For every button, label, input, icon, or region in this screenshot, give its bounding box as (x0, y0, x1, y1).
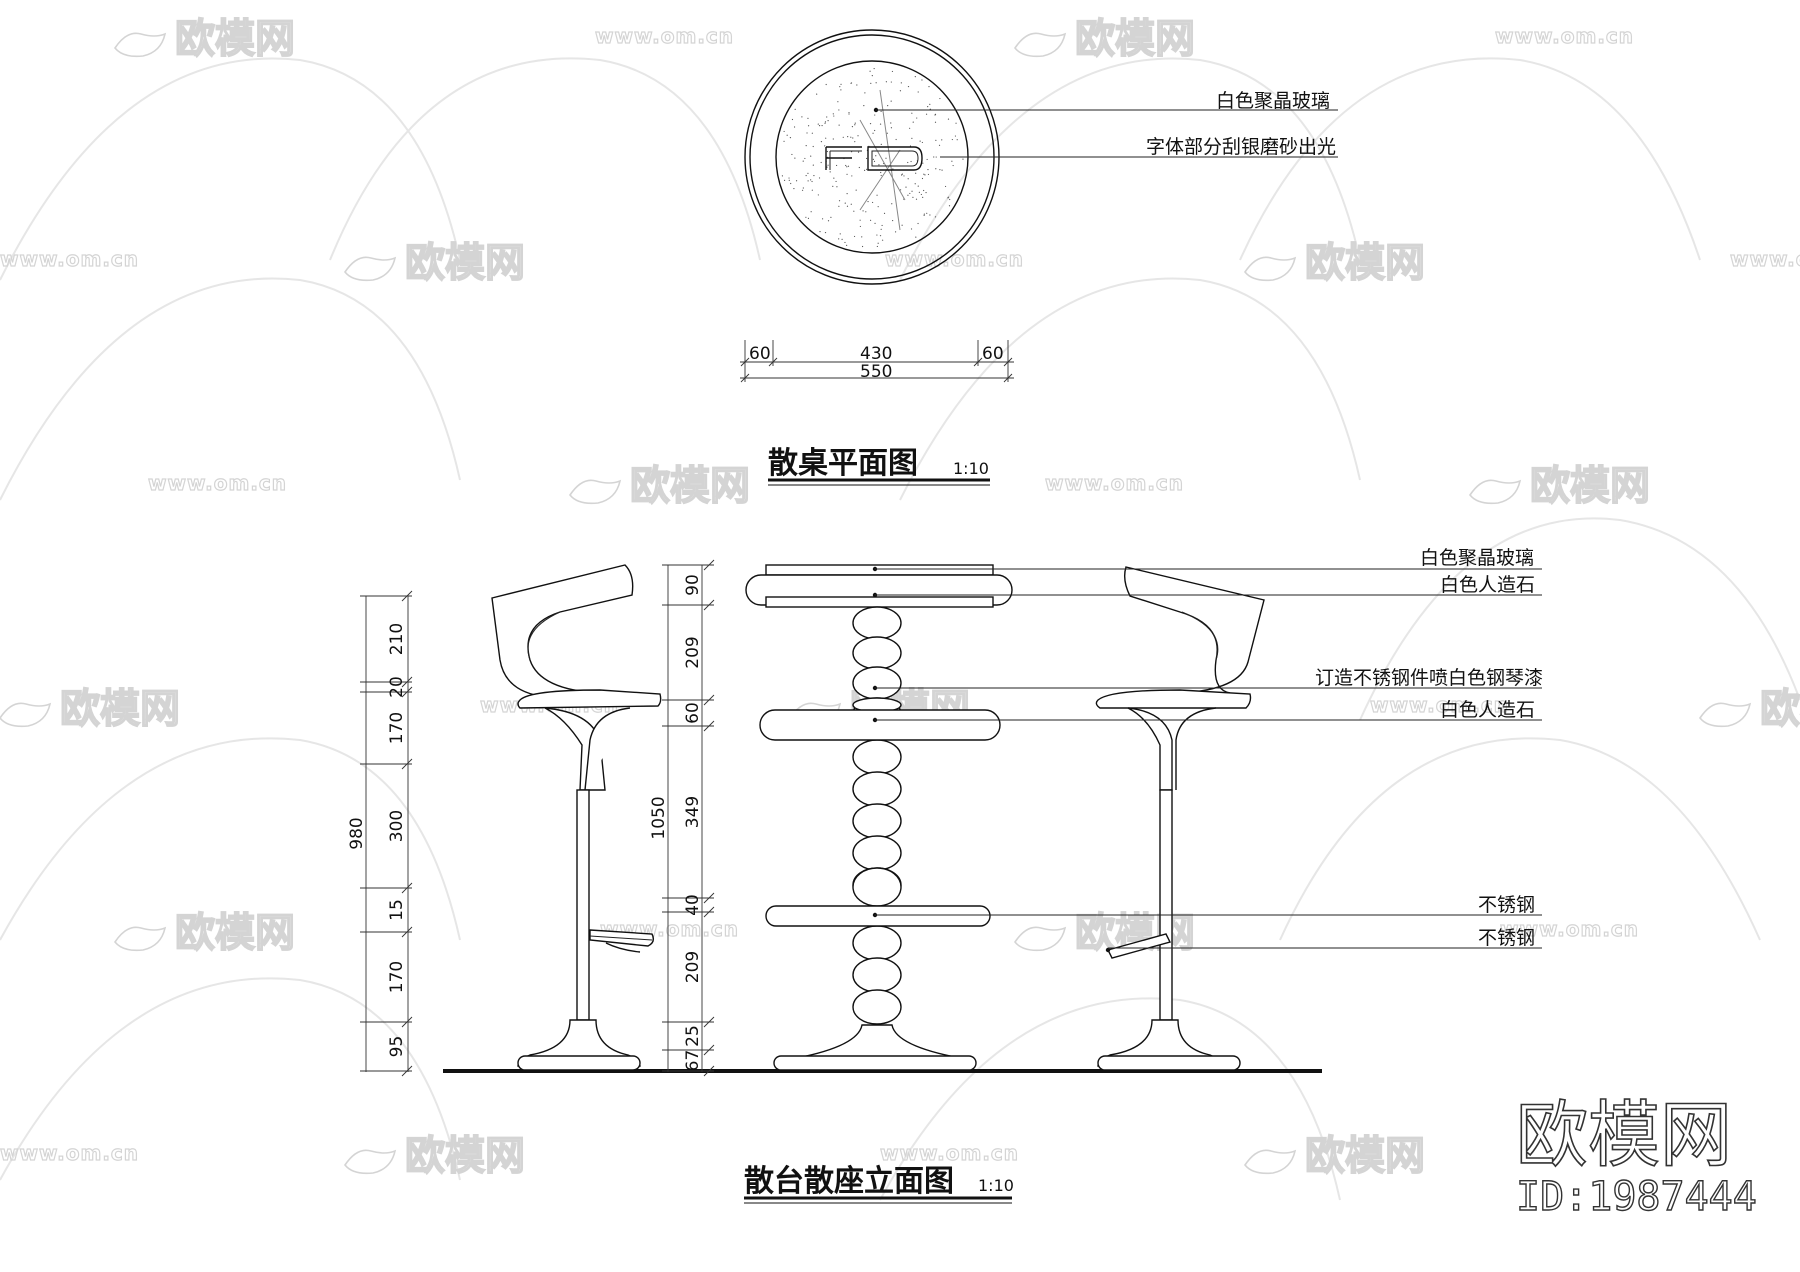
watermark-logo: 欧模网 (569, 462, 751, 510)
watermark-logo: 欧模网 (114, 909, 296, 957)
column-bead (852, 666, 902, 700)
dimension-value: 15 (387, 899, 407, 921)
dimension-value: 300 (387, 810, 407, 842)
elev-label-glass: 白色聚晶玻璃 (1420, 547, 1534, 569)
dimension-value: 67 (683, 1050, 703, 1072)
table-column (852, 606, 902, 1025)
watermark-url-text: www.om.cn (1045, 471, 1184, 495)
table-plan-view: 白色聚晶玻璃 字体部分刮银磨砂出光 60 430 60 550 散桌平面图 1:… (740, 29, 1338, 486)
watermark-arcs (0, 57, 1800, 1201)
dimension-total: 980 (347, 817, 367, 849)
watermark-logo: 欧模网 (1014, 15, 1196, 63)
dimension-value: 209 (683, 951, 703, 983)
watermark-logo-text: 欧模网 (175, 910, 295, 956)
middle-shelf (759, 709, 1001, 741)
dimension-value: 170 (387, 961, 407, 993)
watermark-layer: 欧模网欧模网欧模网欧模网欧模网欧模网欧模网欧模网欧模网欧模网欧模网欧模网欧模网w… (0, 15, 1800, 1180)
watermark-url-text: www.om.cn (1730, 247, 1800, 271)
elev-label-steel-stool: 不锈钢 (1478, 927, 1535, 949)
dimension-value: 40 (683, 894, 703, 916)
column-bead (852, 606, 902, 640)
dimension-value: 25 (683, 1025, 703, 1047)
watermark-url-text: www.om.cn (885, 247, 1024, 271)
watermark-logo-text: 欧模网 (405, 240, 525, 286)
watermark-url-text: www.om.cn (1500, 917, 1639, 941)
watermark-logo: 欧模网 (1244, 1132, 1426, 1180)
bar-table (745, 564, 1013, 1071)
elevation-view: 白色聚晶玻璃 白色人造石 订造不锈钢件喷白色钢琴漆 白色人造石 不锈钢 不锈钢 … (347, 547, 1543, 1204)
watermark-logo-text: 欧模网 (60, 686, 180, 732)
watermark-logo: 欧模网 (1244, 239, 1426, 287)
watermark-logo-text: 欧模网 (405, 1133, 525, 1179)
watermark-url-text: www.om.cn (1495, 24, 1634, 48)
dimension-value: 60 (683, 702, 703, 724)
watermark-logo: 欧模网 (114, 15, 296, 63)
corner-id: ID:1987444 (1516, 1174, 1757, 1220)
plan-title: 散桌平面图 (768, 446, 918, 481)
watermark-url-text: www.om.cn (0, 247, 139, 271)
column-bead (852, 867, 902, 907)
watermark-logo: 欧模网 (1469, 462, 1651, 510)
column-bead (852, 925, 902, 961)
column-bead (852, 989, 902, 1025)
column-bead (852, 739, 902, 775)
watermark-logo-text: 欧模网 (1075, 16, 1195, 62)
watermark-logo-text: 欧模网 (1530, 463, 1650, 509)
elev-label-column-finish: 订造不锈钢件喷白色钢琴漆 (1315, 667, 1543, 689)
column-bead (852, 771, 902, 807)
table-dimensions: 90 209 60 349 40 209 25 67 1050 (649, 559, 715, 1077)
watermark-url-text: www.om.cn (595, 24, 734, 48)
dimension-value: 170 (387, 712, 407, 744)
foot-rest (765, 905, 991, 927)
column-bead (852, 803, 902, 839)
corner-mark: 欧模网 ID:1987444 (1515, 1092, 1757, 1221)
glass-texture (781, 67, 964, 248)
elev-label-steel-footrest: 不锈钢 (1478, 894, 1535, 916)
watermark-logo: 欧模网 (0, 685, 181, 733)
plan-dimensions: 60 430 60 550 (740, 340, 1014, 383)
dimension-value: 95 (387, 1036, 407, 1058)
elevation-scale: 1:10 (978, 1176, 1014, 1195)
corner-brand: 欧模网 (1516, 1093, 1732, 1177)
elev-label-stone-top: 白色人造石 (1440, 574, 1535, 596)
dimension-total: 1050 (649, 796, 669, 839)
column-bead (852, 957, 902, 993)
elev-label-stone-shelf: 白色人造石 (1440, 699, 1535, 721)
watermark-url-text: www.om.cn (0, 1141, 139, 1165)
dimension-value: 90 (683, 574, 703, 596)
watermark-logo-text: 欧模网 (1760, 686, 1800, 732)
dim-plan-left: 60 (749, 344, 771, 364)
watermark-logo: 欧模网 (344, 1132, 526, 1180)
watermark-logo-text: 欧模网 (1305, 240, 1425, 286)
column-bead (852, 636, 902, 670)
elevation-title: 散台散座立面图 (744, 1164, 954, 1199)
watermark-logo-text: 欧模网 (175, 16, 295, 62)
right-bar-stool (1095, 566, 1265, 1071)
left-bar-stool (491, 564, 662, 1071)
watermark-logo: 欧模网 (344, 239, 526, 287)
dimension-value: 209 (683, 636, 703, 668)
dimension-value: 210 (387, 623, 407, 655)
watermark-logo: 欧模网 (1699, 685, 1800, 733)
table-base (773, 1055, 977, 1071)
stool-dimensions: 210 20 170 300 15 170 95 980 (347, 590, 413, 1077)
dimension-value: 20 (387, 676, 407, 698)
dim-plan-center: 430 (860, 344, 892, 364)
watermark-url-text: www.om.cn (148, 471, 287, 495)
column-bead (852, 835, 902, 871)
fd-logo (825, 146, 923, 171)
dim-plan-right: 60 (982, 344, 1004, 364)
watermark-logo-text: 欧模网 (630, 463, 750, 509)
watermark-url-text: www.om.cn (880, 1141, 1019, 1165)
dim-plan-overall: 550 (860, 362, 892, 382)
plan-label-glass: 白色聚晶玻璃 (1216, 90, 1330, 112)
dimension-value: 349 (683, 796, 703, 828)
elevation-labels: 白色聚晶玻璃 白色人造石 订造不锈钢件喷白色钢琴漆 白色人造石 不锈钢 不锈钢 (872, 547, 1543, 953)
plan-scale: 1:10 (953, 459, 989, 478)
plan-label-logo-finish: 字体部分刮银磨砂出光 (1146, 136, 1336, 158)
watermark-logo-text: 欧模网 (1305, 1133, 1425, 1179)
watermark-url-text: www.om.cn (1370, 693, 1509, 717)
